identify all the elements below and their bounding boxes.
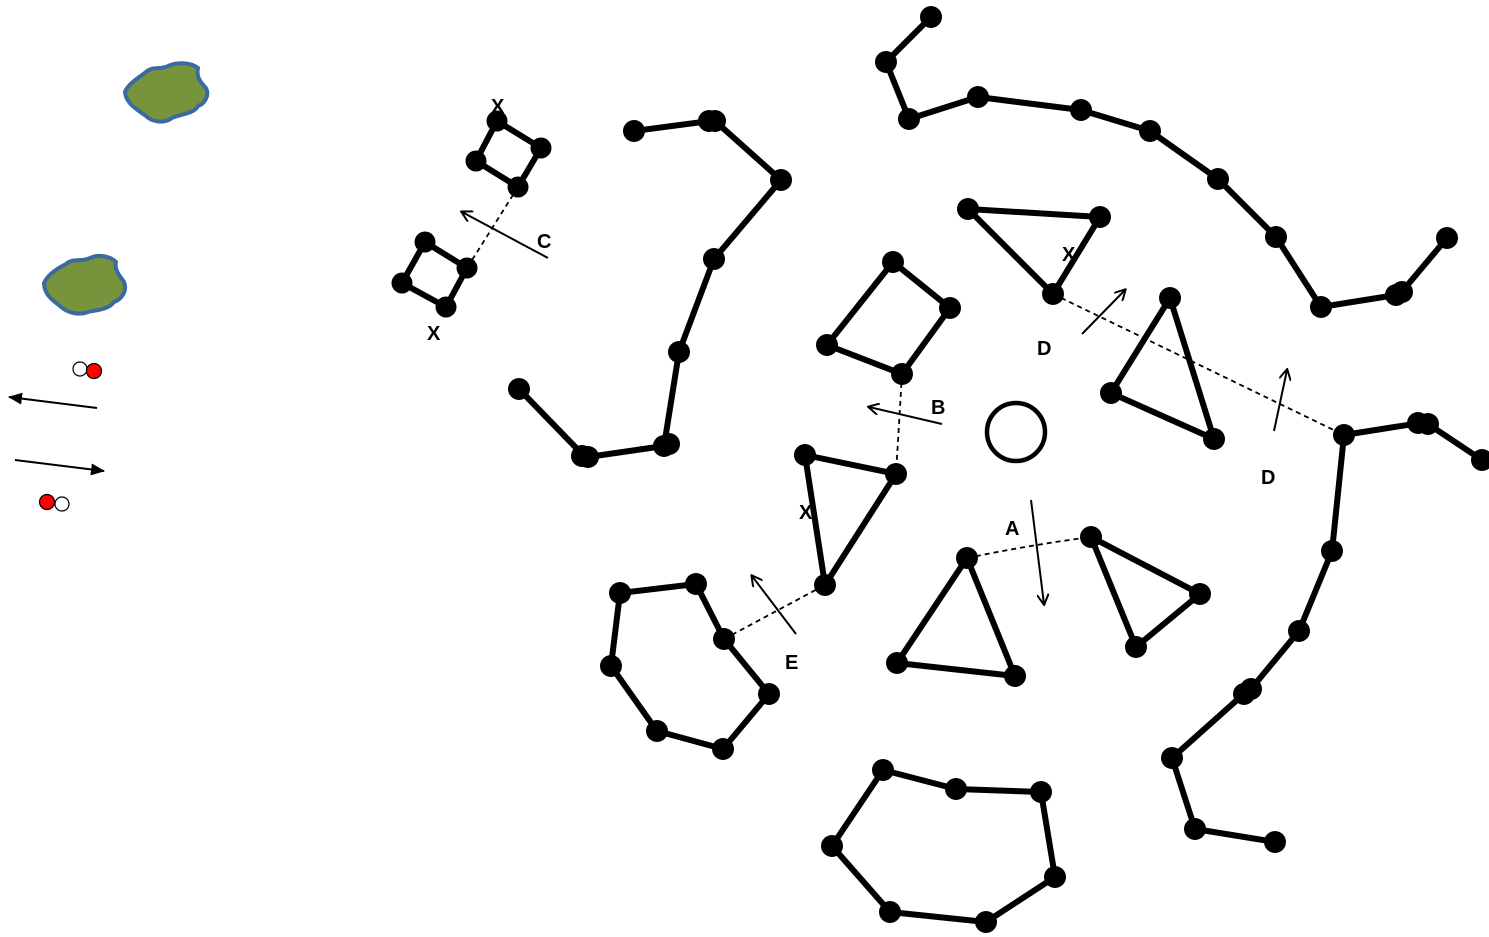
central-ring xyxy=(987,403,1045,461)
small-square-upper xyxy=(466,111,552,198)
arrow-d-lower-icon xyxy=(1274,370,1287,431)
interaction-links xyxy=(467,187,1344,639)
label-x-triangle-top: X xyxy=(1062,244,1076,266)
left-arrow-icon xyxy=(9,397,97,408)
triangle-bottom-left xyxy=(886,547,1026,687)
link-e xyxy=(724,585,825,639)
red-white-particle-pair-icon xyxy=(40,495,70,512)
hexagon-left xyxy=(600,573,780,760)
motion-arrows xyxy=(462,212,1287,634)
link-b xyxy=(896,374,902,474)
text-labels: X X C X D B D X A E xyxy=(427,96,1275,674)
triangle-bottom-right xyxy=(1080,526,1211,658)
strand-right-descending xyxy=(1161,412,1489,853)
label-x-top: X xyxy=(491,96,505,118)
strand-top-right xyxy=(875,6,1458,318)
label-d-upper: D xyxy=(1037,338,1051,360)
label-e: E xyxy=(785,652,798,674)
triangle-top xyxy=(957,198,1111,305)
arrow-a-icon xyxy=(1031,500,1044,604)
link-d xyxy=(1053,294,1344,435)
label-a: A xyxy=(1005,518,1019,540)
legend xyxy=(9,63,207,511)
right-arrow-icon xyxy=(15,460,104,471)
small-square-lower xyxy=(392,232,478,318)
triangle-right xyxy=(1100,287,1225,450)
label-b: B xyxy=(931,397,945,419)
label-x-triangle-left: X xyxy=(799,502,813,524)
green-cell-icon xyxy=(125,63,207,121)
arrow-c-icon xyxy=(462,212,548,258)
quad-b xyxy=(816,251,961,385)
red-white-particle-pair-icon xyxy=(73,362,102,379)
label-c: C xyxy=(537,231,551,253)
label-x-left: X xyxy=(427,323,441,345)
hexagon-bottom xyxy=(821,759,1066,933)
green-cell-icon xyxy=(44,256,125,314)
link-a xyxy=(967,537,1091,558)
strand-left-arc xyxy=(508,110,792,468)
label-d-lower: D xyxy=(1261,467,1275,489)
